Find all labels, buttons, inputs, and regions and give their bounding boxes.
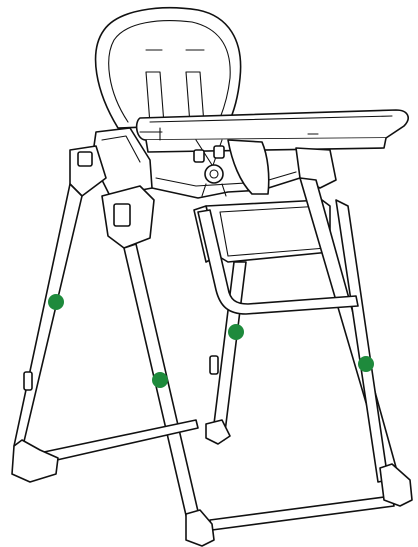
- support-bars: [43, 209, 395, 531]
- seat-frame: [91, 127, 337, 199]
- marker-front-right-leg: [358, 356, 374, 372]
- feet: [11, 419, 413, 547]
- seat-back: [94, 7, 242, 129]
- tray: [135, 109, 409, 153]
- left-hinge: [69, 145, 155, 249]
- marker-rear-left-leg: [48, 294, 64, 310]
- marker-front-center-leg: [228, 324, 244, 340]
- marker-front-left-leg: [152, 372, 168, 388]
- marker-layer: [48, 294, 374, 388]
- harness-buckle: [193, 139, 227, 197]
